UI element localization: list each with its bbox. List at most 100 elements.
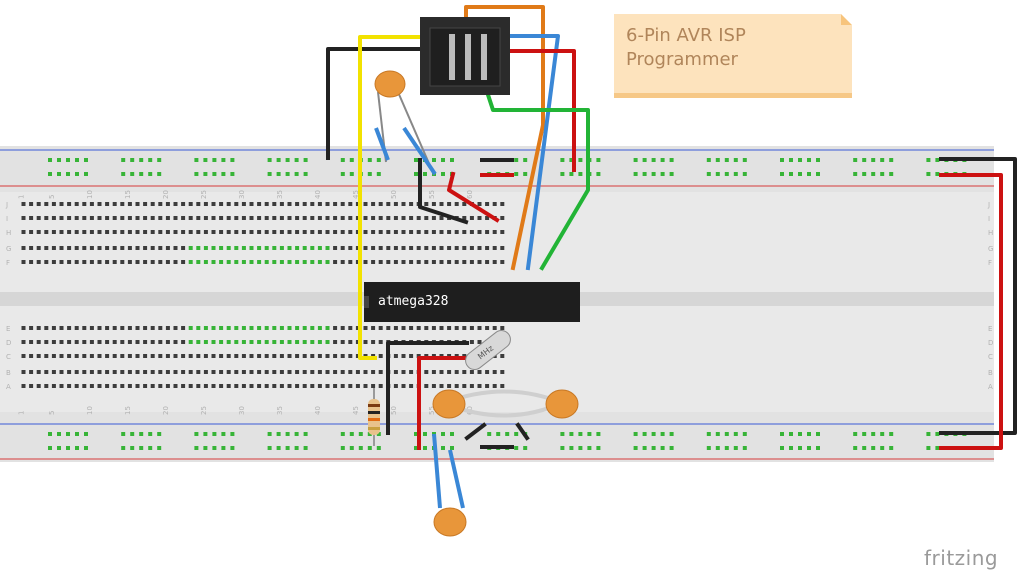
terminal-hole (447, 326, 452, 330)
terminal-hole (317, 326, 322, 330)
isp-pin-3 (481, 34, 487, 80)
rail-hole (48, 446, 52, 450)
terminal-hole (67, 354, 72, 358)
rail-hole (807, 172, 811, 176)
terminal-hole (29, 230, 34, 234)
terminal-hole (89, 354, 94, 358)
rail-hole (862, 432, 867, 436)
terminal-hole (447, 202, 452, 206)
terminal-hole (416, 260, 421, 264)
terminal-hole (21, 340, 26, 344)
terminal-hole (279, 340, 284, 344)
terminal-hole (112, 354, 117, 358)
terminal-hole (333, 370, 338, 374)
rail-hole (871, 432, 876, 436)
resistor[interactable] (368, 388, 380, 446)
terminal-hole (264, 370, 269, 374)
terminal-hole (378, 370, 383, 374)
terminal-hole (431, 246, 436, 250)
rail-hole (733, 172, 738, 176)
rail-hole (669, 446, 674, 450)
terminal-hole (378, 340, 383, 344)
column-number: 10 (86, 190, 94, 199)
rail-hole (349, 432, 354, 436)
rail-hole (57, 432, 61, 436)
capacitor-top-blue-leg-left (374, 127, 390, 161)
terminal-hole (371, 340, 376, 344)
row-letter: J (987, 201, 990, 209)
terminal-hole (431, 370, 436, 374)
rail-hole (194, 432, 199, 436)
atmega328-chip[interactable]: atmega328 (364, 282, 580, 322)
terminal-hole (226, 326, 231, 330)
terminal-hole (135, 340, 140, 344)
isp-header[interactable] (420, 17, 510, 95)
terminal-hole (249, 384, 254, 388)
terminal-hole (310, 202, 315, 206)
crystal-capacitors[interactable] (432, 389, 579, 419)
terminal-hole (67, 216, 72, 220)
capacitor-top[interactable] (374, 70, 437, 176)
column-number: 15 (124, 190, 132, 199)
rail-hole (303, 172, 308, 176)
rail-hole (733, 158, 738, 162)
terminal-hole (196, 230, 201, 234)
terminal-hole (188, 370, 193, 374)
terminal-hole (325, 354, 330, 358)
terminal-hole (371, 370, 376, 374)
terminal-hole (105, 260, 110, 264)
terminal-hole (143, 230, 148, 234)
terminal-hole (257, 384, 262, 388)
rail-hole (889, 446, 894, 450)
wire-black-cap-leg-right (515, 422, 530, 441)
terminal-hole (211, 260, 216, 264)
rail-hole (742, 432, 747, 436)
terminal-hole (226, 260, 231, 264)
terminal-hole (462, 370, 467, 374)
terminal-hole (127, 202, 132, 206)
terminal-hole (241, 230, 246, 234)
crystal[interactable]: MHz (462, 327, 514, 373)
terminal-hole (82, 230, 87, 234)
rail-hole (423, 446, 427, 450)
rail-hole (121, 172, 126, 176)
terminal-hole (203, 354, 208, 358)
terminal-hole (409, 246, 414, 250)
terminal-hole (393, 260, 398, 264)
terminal-hole (378, 246, 383, 250)
terminal-hole (219, 202, 224, 206)
terminal-hole (196, 384, 201, 388)
terminal-hole (29, 326, 34, 330)
terminal-hole (378, 354, 383, 358)
rail-hole (578, 446, 583, 450)
terminal-hole (302, 260, 307, 264)
terminal-hole (135, 370, 140, 374)
rail-hole (358, 446, 363, 450)
terminal-hole (500, 216, 505, 220)
terminal-hole (181, 246, 186, 250)
terminal-hole (371, 216, 376, 220)
terminal-hole (355, 216, 360, 220)
terminal-hole (165, 230, 170, 234)
terminal-hole (211, 230, 216, 234)
terminal-hole (393, 354, 398, 358)
terminal-hole (196, 370, 201, 374)
rail-hole (414, 432, 418, 436)
terminal-hole (295, 202, 300, 206)
terminal-hole (127, 384, 132, 388)
terminal-hole (462, 326, 467, 330)
rail-hole (450, 446, 454, 450)
terminal-hole (355, 370, 360, 374)
terminal-hole (302, 230, 307, 234)
row-letter: C (6, 353, 11, 361)
terminal-hole (82, 354, 87, 358)
terminal-hole (181, 216, 186, 220)
terminal-hole (82, 326, 87, 330)
terminal-hole (279, 260, 284, 264)
capacitor-bottom-blue-leg-left (432, 433, 442, 509)
capacitor-bottom[interactable] (432, 433, 467, 537)
terminal-hole (264, 260, 269, 264)
terminal-hole (287, 354, 292, 358)
terminal-hole (348, 326, 353, 330)
